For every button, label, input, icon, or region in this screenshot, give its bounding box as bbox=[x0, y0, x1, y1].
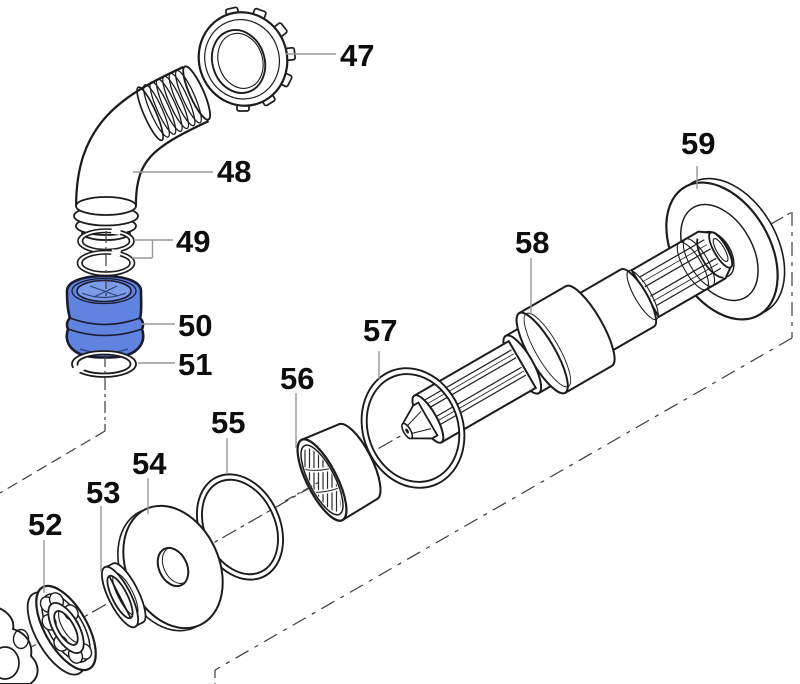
part-label-58: 58 bbox=[515, 225, 549, 260]
part-49-seal-ring-lower bbox=[76, 249, 136, 277]
part-57-seal-ring bbox=[360, 367, 466, 489]
centerline-over-needle-bearing bbox=[284, 481, 320, 502]
part-47-ring-nut bbox=[197, 6, 296, 112]
flange-hub-front-lip bbox=[696, 238, 724, 279]
part-58-shaft bbox=[401, 230, 734, 444]
shaft-collar bbox=[517, 284, 616, 395]
part-label-55: 55 bbox=[211, 405, 245, 440]
part-49-seal-ring-upper bbox=[77, 227, 135, 254]
boundary-dashed-diagonal bbox=[214, 337, 793, 671]
part-label-56: 56 bbox=[280, 361, 314, 396]
elbow-threads bbox=[136, 65, 212, 142]
part-48-elbow bbox=[73, 65, 212, 241]
part-label-59: 59 bbox=[681, 126, 715, 161]
elbow-group-centerline bbox=[104, 231, 107, 431]
part-53-spacer bbox=[101, 562, 147, 629]
housing-fragment bbox=[0, 607, 39, 684]
part-label-54: 54 bbox=[132, 446, 167, 481]
part-label-53: 53 bbox=[86, 475, 120, 510]
part-label-50: 50 bbox=[178, 308, 212, 343]
leader-49 bbox=[132, 239, 173, 259]
bearing-inner-ring bbox=[47, 602, 85, 654]
needle-bearing-body bbox=[301, 422, 382, 522]
washer-face bbox=[122, 504, 224, 630]
part-52-ball-bearing bbox=[26, 584, 97, 676]
ring-nut-bore bbox=[210, 29, 267, 94]
elbow-tube-fill bbox=[77, 67, 209, 207]
part-label-57: 57 bbox=[363, 313, 397, 348]
part-51-snap-ring bbox=[71, 350, 137, 378]
part-label-47: 47 bbox=[340, 38, 374, 73]
shaft-collar-face bbox=[515, 311, 569, 395]
boundary-dashed-left bbox=[0, 430, 106, 494]
spacer-face bbox=[101, 565, 139, 629]
leader-lines bbox=[43, 53, 698, 593]
part-labels: 47 48 49 50 51 52 53 54 55 56 57 58 59 bbox=[28, 38, 715, 542]
part-56-needle-bearing bbox=[296, 422, 382, 522]
part-label-52: 52 bbox=[28, 507, 62, 542]
boundary-and-centerlines bbox=[0, 211, 793, 684]
part-label-48: 48 bbox=[217, 154, 251, 189]
part-label-51: 51 bbox=[178, 347, 212, 382]
part-50-sleeve-highlighted bbox=[65, 274, 145, 359]
part-label-49: 49 bbox=[176, 224, 210, 259]
shaft-tip-face bbox=[708, 231, 733, 269]
part-55-ring bbox=[195, 473, 285, 581]
